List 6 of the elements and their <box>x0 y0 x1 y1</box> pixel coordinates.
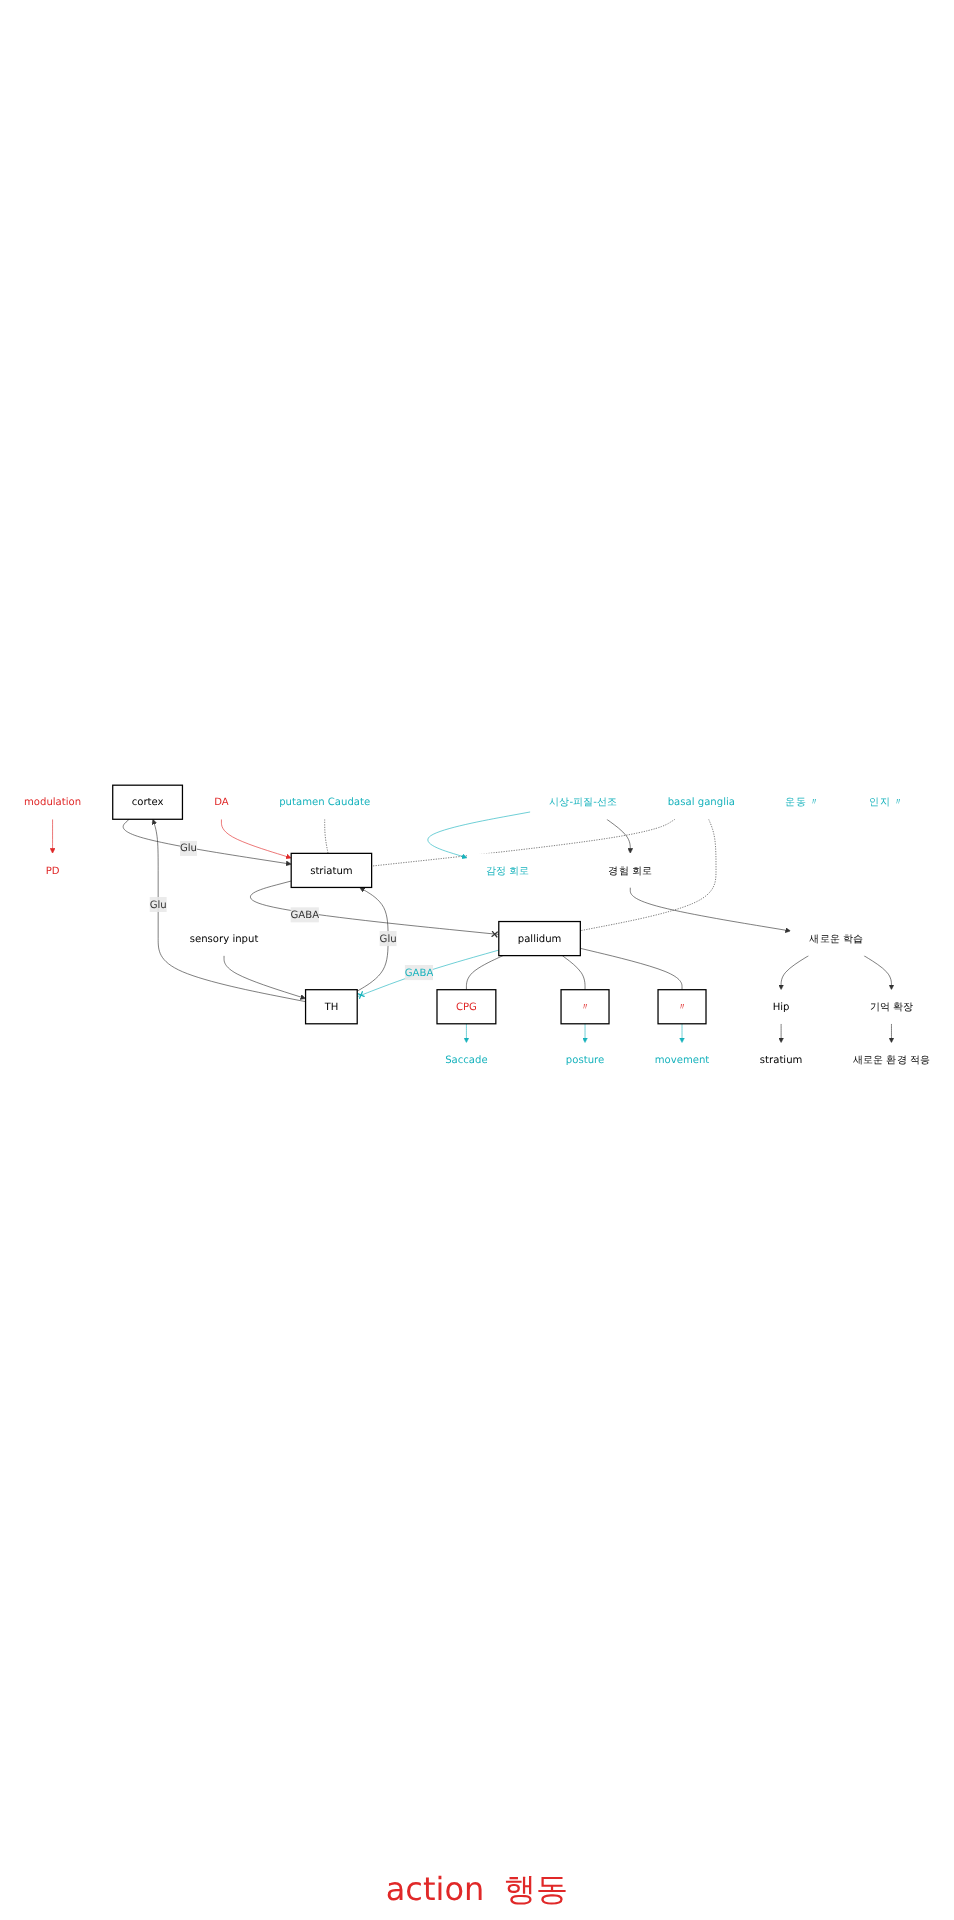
connector <box>324 818 329 854</box>
note-text: 행동 <box>504 1870 569 1912</box>
connector <box>466 955 504 990</box>
connector <box>562 955 586 990</box>
connector <box>580 948 683 990</box>
note-text: action <box>385 1870 485 1912</box>
